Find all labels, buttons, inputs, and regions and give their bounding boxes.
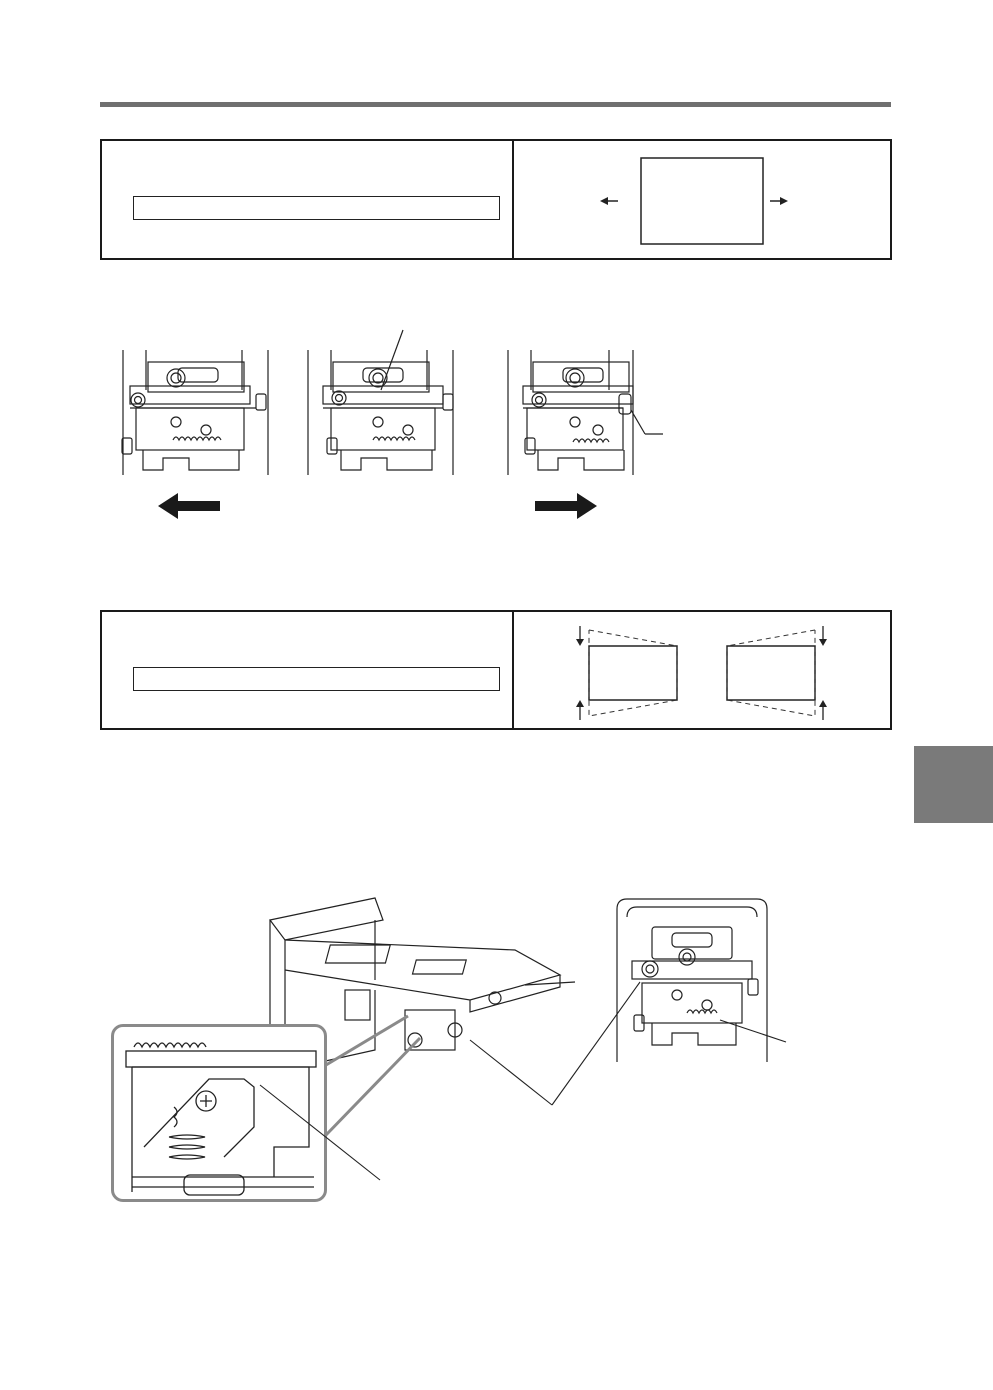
table-divider <box>512 141 514 258</box>
horizontal-move-diagram-icon <box>600 157 788 245</box>
left-arrow-icon <box>158 493 220 519</box>
detail-zoom-drawing <box>125 1042 317 1196</box>
lens-shift-right-illustration <box>507 350 663 475</box>
keystone-diagram-icon <box>576 626 827 720</box>
lens-shift-center-illustration <box>307 329 454 475</box>
adjustment-bar <box>133 667 500 691</box>
right-arrow-icon <box>535 493 597 519</box>
adjustment-bar <box>133 196 500 220</box>
detail-zoom-inset <box>111 1024 327 1202</box>
header-rule <box>100 102 891 107</box>
lens-shift-left-illustration <box>121 350 269 475</box>
table-divider <box>512 612 514 728</box>
chapter-tab <box>914 746 993 823</box>
leader-lines <box>469 981 787 1106</box>
inset-connector <box>259 1014 422 1181</box>
horizontal-shift-table <box>100 139 892 260</box>
keystone-table <box>100 610 892 730</box>
mount-assembly-front-illustration <box>616 898 768 1062</box>
